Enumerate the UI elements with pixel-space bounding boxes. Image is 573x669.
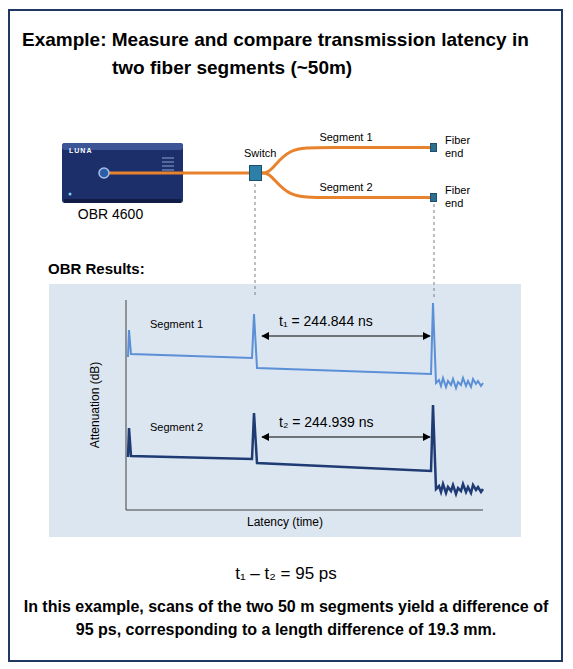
segment-label: Segment 2 — [319, 181, 372, 193]
fiber-stub — [104, 172, 184, 175]
fiber-end-label: Fiber end — [445, 134, 475, 160]
interval-arrow — [262, 336, 430, 337]
x-axis — [126, 510, 483, 511]
instrument-illustration — [62, 143, 184, 203]
interval-value: t₂ = 244.939 ns — [279, 414, 374, 430]
optical-port — [99, 168, 109, 178]
difference-result: t₁ – t₂ = 95 ps — [235, 564, 337, 584]
trace-label: Segment 2 — [150, 421, 203, 433]
optical-fiber — [262, 173, 430, 198]
figure-frame — [9, 10, 562, 661]
y-axis — [126, 300, 127, 510]
instrument-vent — [162, 170, 174, 171]
instrument-vent — [162, 166, 174, 167]
segment-label: Segment 1 — [319, 131, 372, 143]
instrument-vent — [162, 162, 174, 163]
switch-label: Switch — [244, 147, 276, 159]
axis-title: Attenuation (dB) — [88, 362, 102, 449]
fiber-end: Fiber end — [430, 193, 437, 202]
instrument-base — [64, 199, 181, 203]
fiber-end: Fiber end — [430, 143, 437, 152]
axis-title: Latency (time) — [247, 515, 323, 529]
optical-fiber — [183, 172, 249, 175]
interval-arrow — [262, 437, 430, 438]
interval-value: t₁ = 244.844 ns — [279, 313, 373, 329]
fiber-end-label: Fiber end — [445, 184, 475, 210]
results-heading: OBR Results: — [48, 260, 145, 277]
trace-segment-2 — [128, 405, 483, 494]
instrument-box: LUNAOBR 4600 — [62, 143, 183, 203]
instrument-name: OBR 4600 — [30, 206, 191, 222]
switch-box: Switch — [249, 165, 262, 181]
trace-label: Segment 1 — [150, 318, 203, 330]
figure-caption: In this example, scans of the two 50 m s… — [16, 595, 556, 641]
trace-segment-1 — [128, 303, 483, 388]
figure-title: Example: Measure and compare transmissio… — [22, 26, 542, 82]
instrument-vent — [162, 158, 174, 159]
guide-line — [434, 204, 435, 300]
guide-line — [255, 184, 256, 298]
instrument-led — [69, 193, 72, 196]
optical-fiber — [262, 148, 430, 174]
instrument-body — [62, 143, 183, 203]
brand-logo: LUNA — [69, 147, 92, 154]
